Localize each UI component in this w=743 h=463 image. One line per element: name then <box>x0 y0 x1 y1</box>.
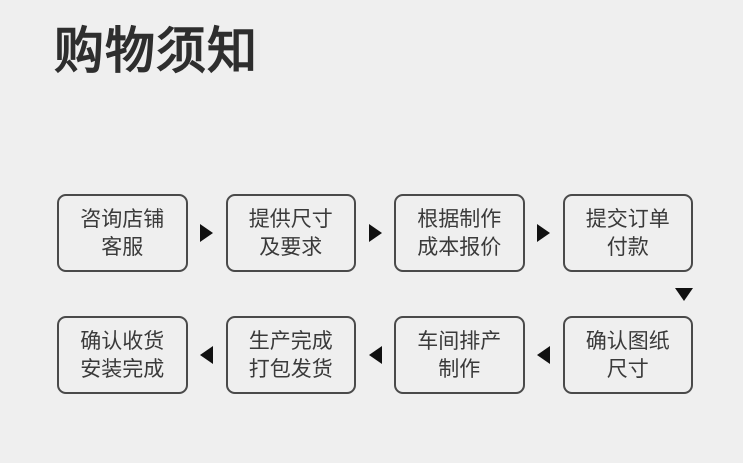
flow-step-line-2: 客服 <box>101 235 144 259</box>
flow-step-consult-shop-service[interactable]: 咨询店铺 客服 <box>57 194 188 272</box>
arrow-slot <box>356 194 394 272</box>
flow-step-submit-order-payment[interactable]: 提交订单 付款 <box>562 194 693 272</box>
triangle-left-icon <box>200 346 213 364</box>
flow-row-top: 咨询店铺 客服 提供尺寸 及要求 根据制作 成本报价 提交订单 <box>57 194 693 272</box>
triangle-right-icon <box>537 224 550 242</box>
arrow-slot <box>188 316 226 394</box>
arrow-slot <box>525 316 563 394</box>
flow-step-line-1: 提交订单 <box>585 207 670 231</box>
triangle-right-icon <box>200 224 213 242</box>
arrow-slot-down <box>618 272 743 316</box>
flow-step-line-1: 车间排产 <box>417 329 502 353</box>
flow-step-confirm-drawing-size[interactable]: 确认图纸 尺寸 <box>562 316 693 394</box>
flow-step-packing-shipping[interactable]: 生产完成 打包发货 <box>225 316 356 394</box>
flow-step-line-2: 及要求 <box>259 235 323 259</box>
page-title: 购物须知 <box>54 22 258 80</box>
flow-step-line-1: 确认图纸 <box>585 329 670 353</box>
flow-step-provide-size-requirements[interactable]: 提供尺寸 及要求 <box>225 194 356 272</box>
flow-step-confirm-receipt-installation[interactable]: 确认收货 安装完成 <box>57 316 188 394</box>
flow-step-line-2: 付款 <box>606 235 649 259</box>
flow-step-line-1: 咨询店铺 <box>80 207 165 231</box>
flow-step-line-1: 根据制作 <box>417 207 502 231</box>
flow-step-line-1: 生产完成 <box>248 329 333 353</box>
triangle-left-icon <box>537 346 550 364</box>
flow-step-line-2: 制作 <box>438 357 481 381</box>
arrow-slot <box>356 316 394 394</box>
triangle-right-icon <box>368 224 382 242</box>
triangle-left-icon <box>368 346 382 364</box>
flow-step-line-1: 提供尺寸 <box>248 207 333 231</box>
flow-row-bottom: 确认图纸 尺寸 车间排产 制作 生产完成 打包发货 确认收货 <box>57 316 693 394</box>
flow-step-workshop-production[interactable]: 车间排产 制作 <box>394 316 525 394</box>
triangle-down-icon <box>674 287 693 301</box>
arrow-slot <box>188 194 226 272</box>
flow-step-line-2: 安装完成 <box>80 357 165 381</box>
flow-step-line-1: 确认收货 <box>80 329 165 353</box>
flow-step-line-2: 尺寸 <box>606 357 649 381</box>
flow-step-line-2: 打包发货 <box>248 357 333 381</box>
flow-step-line-2: 成本报价 <box>417 235 502 259</box>
arrow-slot <box>525 194 563 272</box>
flow-step-cost-quotation[interactable]: 根据制作 成本报价 <box>394 194 525 272</box>
